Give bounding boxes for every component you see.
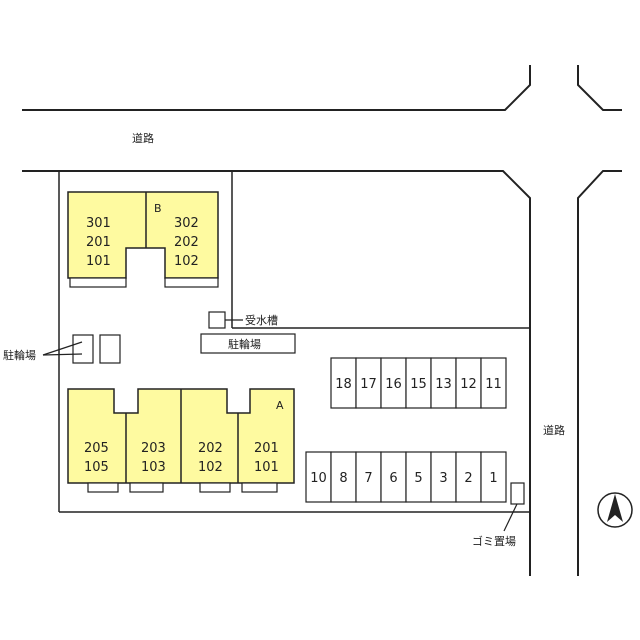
parking-stall xyxy=(430,451,457,503)
parking-stall xyxy=(455,451,482,503)
parking-stall-number: 8 xyxy=(339,471,347,486)
parking-stall-number: 6 xyxy=(389,471,397,486)
parking-stall-number: 7 xyxy=(364,471,372,486)
unit-label: 202 xyxy=(198,441,223,456)
garbage-area-symbol xyxy=(510,482,525,505)
unit-label: 101 xyxy=(86,254,111,269)
building-a-balcony xyxy=(199,482,231,493)
building-a: A 205 105 203 103 202 102 201 101 xyxy=(67,388,295,493)
parking-stall xyxy=(405,451,432,503)
parking-stall xyxy=(355,451,382,503)
building-a-unit-203-103: 203 103 xyxy=(141,441,166,475)
parking-stall-number: 10 xyxy=(310,471,327,486)
road-top-lower-edge xyxy=(22,170,531,576)
north-arrow-icon xyxy=(597,492,633,528)
road-top-upper-edge xyxy=(22,65,531,111)
road-right-label: 道路 xyxy=(543,423,565,437)
unit-label: 101 xyxy=(254,460,279,475)
unit-label: 102 xyxy=(198,460,223,475)
parking-area: 駐輪場 xyxy=(200,333,296,354)
parking-stall xyxy=(480,357,507,409)
building-a-balcony xyxy=(87,482,119,493)
parking-stall-number: 1 xyxy=(489,471,497,486)
water-tank: 受水槽 xyxy=(208,311,278,329)
parking-stall-number: 3 xyxy=(439,471,447,486)
unit-label: 102 xyxy=(174,254,199,269)
unit-label: 201 xyxy=(86,235,111,250)
parking-stall xyxy=(480,451,507,503)
parking-stall-number: 11 xyxy=(485,377,502,392)
bicycle-rack xyxy=(99,334,121,364)
bicycle-parking-label: 駐輪場 xyxy=(3,348,36,362)
parking-stall xyxy=(330,451,357,503)
parking-stall-number: 2 xyxy=(464,471,472,486)
building-a-balcony xyxy=(241,482,278,493)
parking-stall-number: 15 xyxy=(410,377,427,392)
parking-stall-number: 16 xyxy=(385,377,402,392)
building-b-left-units: 301 201 101 xyxy=(86,216,111,269)
parking-stall-number: 17 xyxy=(360,377,377,392)
parking-stall xyxy=(380,451,407,503)
parking-stall-number: 18 xyxy=(335,377,352,392)
parking-stall xyxy=(430,357,457,409)
parking-stalls-top-row: 18 17 16 15 13 12 11 xyxy=(330,357,507,409)
bicycle-rack xyxy=(72,334,94,364)
unit-label: 105 xyxy=(84,460,109,475)
garbage-area-label: ゴミ置場 xyxy=(472,534,516,548)
roads xyxy=(22,65,622,576)
building-b-balcony-right xyxy=(164,277,219,288)
bicycle-parking-leader xyxy=(42,353,83,356)
building-b-tag: B xyxy=(154,202,162,215)
parking-stall xyxy=(380,357,407,409)
water-tank-label: 受水槽 xyxy=(245,314,278,327)
site-boundary xyxy=(58,171,530,513)
parking-stall xyxy=(305,451,332,503)
unit-label: 201 xyxy=(254,441,279,456)
building-b: B 301 201 101 302 202 102 xyxy=(67,191,219,288)
unit-label: 203 xyxy=(141,441,166,456)
parking-stall-number: 5 xyxy=(414,471,422,486)
parking-stall xyxy=(355,357,382,409)
unit-label: 302 xyxy=(174,216,199,231)
road-top-label: 道路 xyxy=(132,131,154,145)
parking-stall-number: 12 xyxy=(460,377,477,392)
parking-stall xyxy=(330,357,357,409)
road-right-right-edge xyxy=(577,170,622,576)
bicycle-parking-leader xyxy=(42,341,83,356)
parking-stalls-bottom-row: 10 8 7 6 5 3 2 1 xyxy=(305,451,507,503)
building-a-unit-202-102: 202 102 xyxy=(198,441,223,475)
unit-label: 205 xyxy=(84,441,109,456)
unit-label: 103 xyxy=(141,460,166,475)
building-b-right-units: 302 202 102 xyxy=(174,216,199,269)
parking-label-box xyxy=(200,333,296,354)
bicycle-parking: 駐輪場 xyxy=(3,334,121,364)
garbage-area-leader xyxy=(503,503,518,532)
parking-stall-number: 13 xyxy=(435,377,452,392)
water-tank-symbol xyxy=(208,311,226,329)
parking-stall xyxy=(405,357,432,409)
road-right-left-edge xyxy=(577,65,622,111)
building-a-unit-205-105: 205 105 xyxy=(84,441,109,475)
garbage-area: ゴミ置場 xyxy=(472,482,525,548)
unit-label: 202 xyxy=(174,235,199,250)
building-b-balcony-left xyxy=(69,277,127,288)
unit-label: 301 xyxy=(86,216,111,231)
building-a-unit-201-101: 201 101 xyxy=(254,441,279,475)
parking-label: 駐輪場 xyxy=(228,337,261,351)
building-a-tag: A xyxy=(276,399,284,412)
building-a-balcony xyxy=(129,482,164,493)
